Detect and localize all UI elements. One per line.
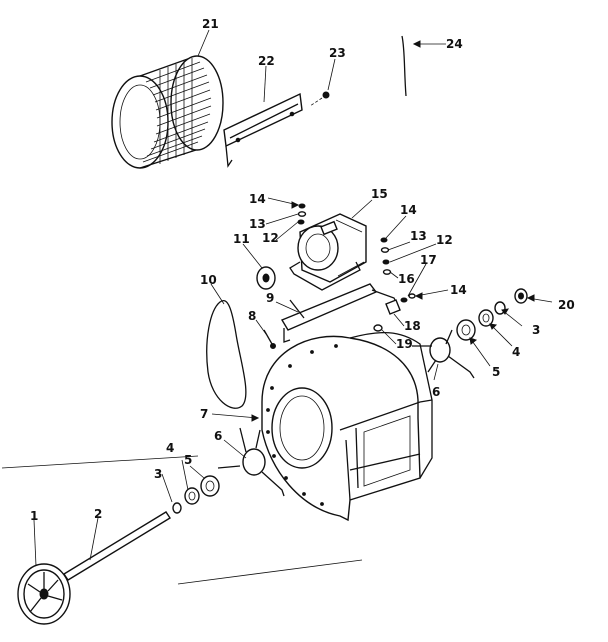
callout-3-right: 3	[532, 323, 540, 337]
callout-17: 17	[420, 253, 437, 267]
part-24-strip	[401, 35, 407, 97]
callout-11: 11	[233, 232, 250, 246]
callout-6-left: 6	[214, 429, 222, 443]
callout-24: 24	[446, 37, 463, 51]
part-15-motor	[289, 213, 367, 291]
part-23-screw	[309, 91, 330, 107]
callout-13-upper-right: 13	[410, 229, 427, 243]
callout-22: 22	[258, 54, 275, 68]
callout-15: 15	[371, 187, 388, 201]
part-9-motor-mount	[280, 283, 399, 343]
part-10-belt	[206, 300, 247, 409]
part-7-blower-housing	[261, 331, 433, 522]
part-8-bolt	[263, 329, 276, 349]
callout-10: 10	[200, 273, 217, 287]
callout-labels: 21 22 23 24 15 14 13 12 11 14 13 12 16 1…	[30, 17, 575, 523]
part-2-shaft	[63, 511, 171, 581]
callout-5-left: 5	[184, 453, 192, 467]
part-1-blower-pulley	[17, 563, 71, 625]
left-shaft-hardware	[172, 475, 220, 514]
callout-5-right: 5	[492, 365, 500, 379]
hardware-17-18-19	[373, 293, 416, 332]
callout-14-right: 14	[450, 283, 467, 297]
callout-1: 1	[30, 509, 38, 523]
callout-18: 18	[404, 319, 421, 333]
callout-7: 7	[200, 407, 208, 421]
right-shaft-hardware	[456, 288, 528, 341]
callout-8: 8	[248, 309, 256, 323]
part-22-cutoff-plate	[223, 92, 303, 168]
callout-14-upper-left: 14	[249, 192, 266, 206]
callout-20: 20	[558, 298, 575, 312]
callout-23: 23	[329, 46, 346, 60]
callout-2: 2	[94, 507, 102, 521]
callout-3-left: 3	[154, 467, 162, 481]
callout-4-left: 4	[166, 441, 174, 455]
callout-9: 9	[266, 291, 274, 305]
callout-4-right: 4	[512, 345, 520, 359]
callout-12-upper-left: 12	[262, 231, 279, 245]
part-6-bearing-bracket-left	[217, 427, 285, 497]
callout-16: 16	[398, 272, 415, 286]
hardware-stack-left	[297, 203, 307, 225]
callout-13-upper-left: 13	[249, 217, 266, 231]
leader-lines	[33, 29, 553, 567]
hardware-stack-right	[380, 237, 392, 275]
callout-21: 21	[202, 17, 219, 31]
part-11-motor-pulley	[256, 266, 276, 290]
callout-12-upper-right: 12	[436, 233, 453, 247]
part-6-bearing-bracket-right	[412, 329, 475, 379]
part-21-blower-wheel	[111, 55, 224, 169]
callout-14-upper-right: 14	[400, 203, 417, 217]
perspective-lines	[1, 455, 363, 585]
callout-6-right: 6	[432, 385, 440, 399]
callout-19: 19	[396, 337, 413, 351]
leader-arrowheads	[251, 40, 535, 422]
